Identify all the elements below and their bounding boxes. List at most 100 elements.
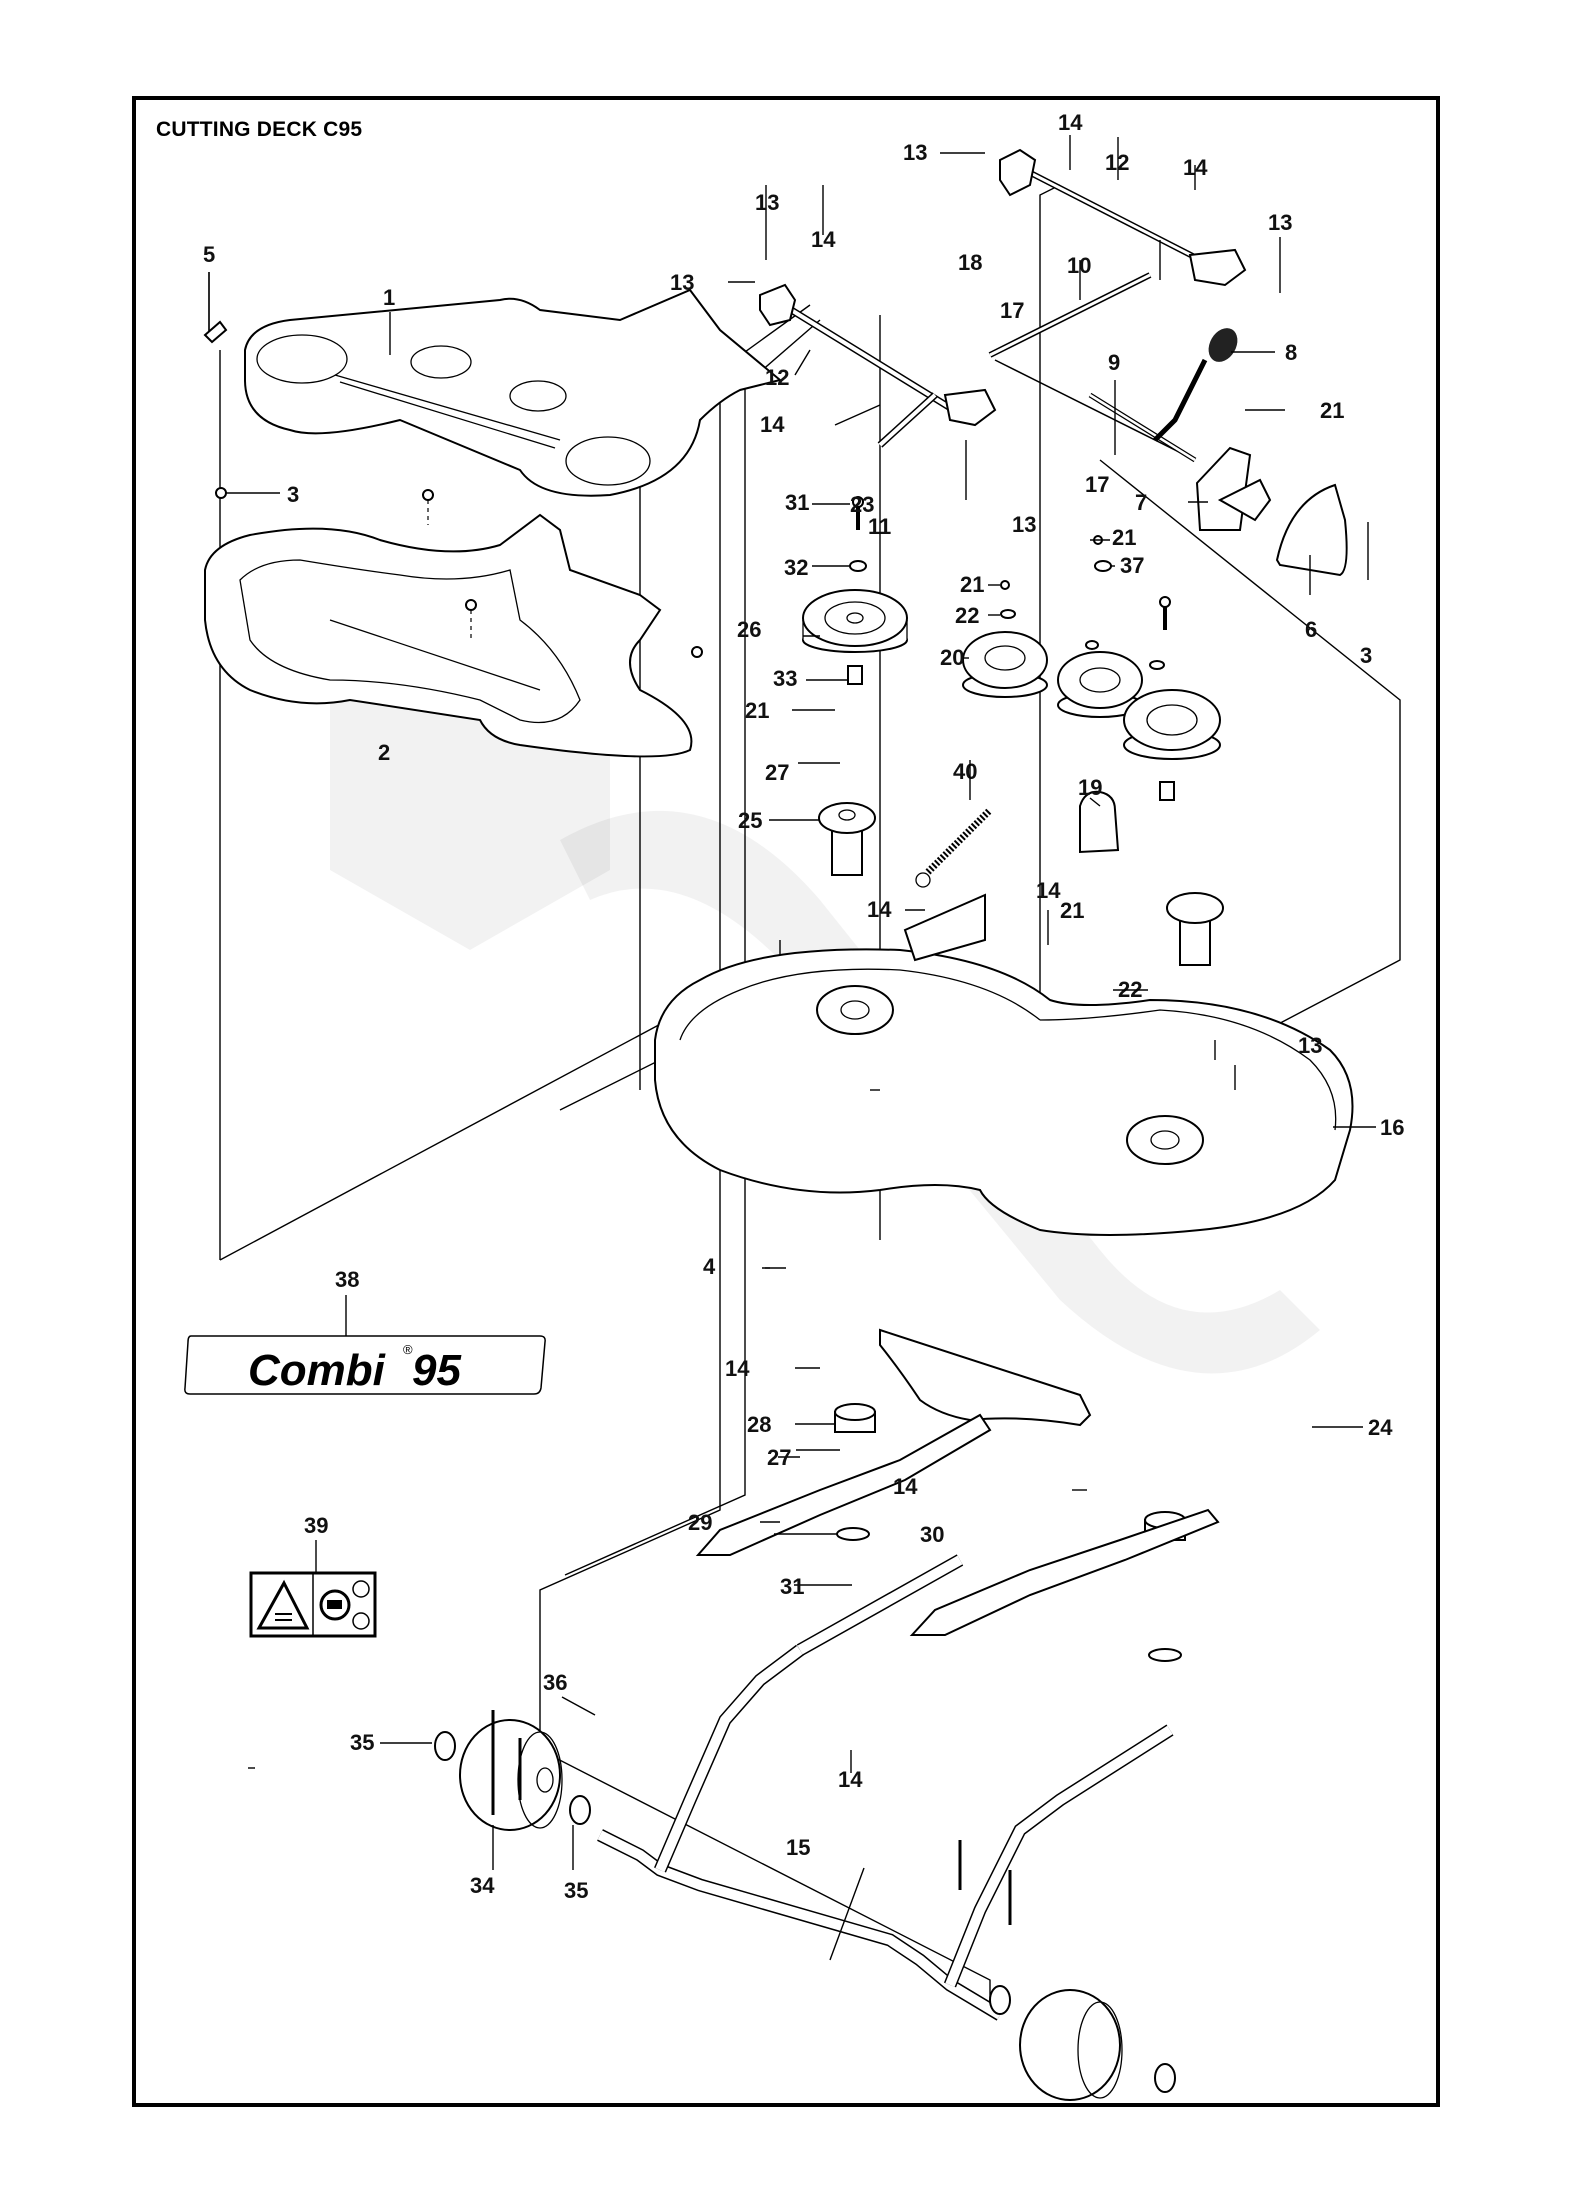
callout-10: 10 [1067, 253, 1091, 278]
callout-40: 40 [953, 759, 977, 784]
part-belt-cover-upper [244, 288, 783, 497]
callout-3: 3 [1360, 643, 1372, 668]
part-roller-axle-15 [597, 1554, 1174, 2021]
decal-combi-95: Combi ® 95 [184, 1335, 546, 1395]
part-washer-35 [434, 1731, 1176, 2093]
callout-33: 33 [773, 666, 797, 691]
callout-20: 20 [940, 645, 964, 670]
callout-23: 23 [850, 492, 874, 517]
callout-21: 21 [1060, 898, 1084, 923]
part-spring-40 [915, 807, 993, 888]
callout-31: 31 [780, 1574, 804, 1599]
part-bracket-6 [1275, 483, 1348, 577]
hand-cut-warning-icon [256, 1579, 310, 1630]
callout-21: 21 [1320, 398, 1344, 423]
diagram-frame [132, 96, 1440, 2107]
part-link-rod-10 [988, 272, 1152, 358]
callout-5: 5 [203, 242, 215, 267]
callout-25: 25 [738, 808, 762, 833]
part-shaft-lower [759, 283, 997, 427]
part-pulley-idler [1057, 651, 1143, 718]
part-bolts [852, 496, 1171, 630]
callout-2: 2 [378, 740, 390, 765]
decal-registered-mark: ® [403, 1342, 413, 1357]
part-spacer-33 [847, 665, 863, 685]
callout-14: 14 [1058, 110, 1083, 135]
callout-28: 28 [747, 1412, 771, 1437]
callout-13: 13 [903, 140, 927, 165]
callout-labels: 1 2 3 3 4 5 6 7 8 9 10 11 12 12 13 13 13… [203, 110, 1404, 1903]
callout-17: 17 [1085, 472, 1109, 497]
callout-32: 32 [784, 555, 808, 580]
callout-leaders [208, 135, 1376, 1961]
callout-7: 7 [1135, 490, 1147, 515]
callout-6: 6 [1305, 617, 1317, 642]
callout-34: 34 [470, 1873, 495, 1898]
decal-warning-39 [249, 1571, 377, 1638]
part-deck-housing-16 [654, 893, 1354, 1236]
callout-27: 27 [765, 760, 789, 785]
callout-15: 15 [786, 1835, 810, 1860]
diagram-title: CUTTING DECK C95 [156, 118, 363, 141]
part-baffle-24 [879, 1328, 1092, 1427]
part-pin-36 [491, 1710, 1012, 1925]
callout-13: 13 [1012, 512, 1036, 537]
callout-12: 12 [765, 365, 789, 390]
callout-14: 14 [1036, 878, 1061, 903]
callout-14: 14 [838, 1767, 863, 1792]
callout-leader-stubs [248, 409, 1285, 1870]
decal-brand-text: Combi [248, 1346, 386, 1395]
part-washers [849, 560, 1175, 801]
part-link-11 [877, 392, 938, 448]
part-spindle-housing-25 [818, 802, 1224, 966]
part-shaft-upper [999, 148, 1247, 287]
callout-13: 13 [670, 270, 694, 295]
callout-21: 21 [745, 698, 769, 723]
callout-8: 8 [1285, 340, 1297, 365]
no-hands-rotating-blade-icon [319, 1580, 370, 1630]
callout-3: 3 [287, 482, 299, 507]
callout-9: 9 [1108, 350, 1120, 375]
part-roller-34 [459, 1719, 1123, 2101]
part-pulley-26 [802, 589, 908, 653]
part-height-lever [1153, 328, 1238, 442]
callout-17: 17 [1000, 298, 1024, 323]
callout-13: 13 [1298, 1033, 1322, 1058]
callout-36: 36 [543, 1670, 567, 1695]
part-blade-29 [695, 1413, 1220, 1636]
callout-14: 14 [893, 1474, 918, 1499]
part-screws-3 [215, 487, 703, 658]
callout-31: 31 [785, 490, 809, 515]
callout-1: 1 [383, 285, 395, 310]
callout-14: 14 [811, 227, 836, 252]
callout-14: 14 [725, 1356, 750, 1381]
callout-13: 13 [1268, 210, 1292, 235]
callout-35: 35 [564, 1878, 588, 1903]
callout-12: 12 [1105, 150, 1129, 175]
part-quadrant-7 [1195, 446, 1272, 531]
part-link-rod-9 [994, 359, 1197, 463]
callout-39: 39 [304, 1513, 328, 1538]
callout-35: 35 [350, 1730, 374, 1755]
callout-29: 29 [688, 1510, 712, 1535]
callout-21: 21 [1112, 525, 1136, 550]
part-belt-cover-lower [204, 513, 693, 758]
callout-16: 16 [1380, 1115, 1404, 1140]
part-pulley-20 [962, 631, 1048, 698]
callout-38: 38 [335, 1267, 359, 1292]
callout-30: 30 [920, 1522, 944, 1547]
callout-26: 26 [737, 617, 761, 642]
part-clip [203, 272, 228, 344]
callout-4: 4 [703, 1254, 716, 1279]
callout-14: 14 [867, 897, 892, 922]
callout-21: 21 [960, 572, 984, 597]
callout-27: 27 [767, 1445, 791, 1470]
callout-14: 14 [760, 412, 785, 437]
callout-22: 22 [955, 603, 979, 628]
callout-37: 37 [1120, 553, 1144, 578]
part-idler-arm-19 [1079, 790, 1120, 854]
callout-24: 24 [1368, 1415, 1393, 1440]
callout-13: 13 [755, 190, 779, 215]
callout-14: 14 [1183, 155, 1208, 180]
